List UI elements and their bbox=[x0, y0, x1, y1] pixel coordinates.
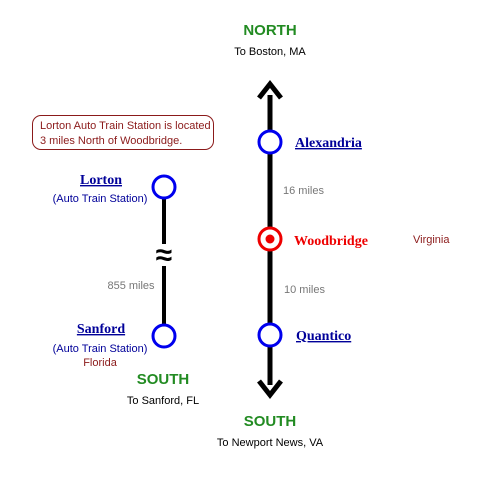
route-break-symbol: ≈ bbox=[156, 239, 172, 272]
station-marker-lorton[interactable] bbox=[151, 174, 177, 200]
station-link-quantico[interactable]: Quantico bbox=[296, 329, 351, 344]
station-sublabel-sanford: (Auto Train Station) bbox=[53, 343, 148, 355]
north-sublabel: To Boston, MA bbox=[234, 46, 306, 58]
south-arrow-icon bbox=[257, 379, 283, 400]
state-label-virginia: Virginia bbox=[413, 234, 450, 246]
lorton-location-note: Lorton Auto Train Station is located 3 m… bbox=[32, 115, 214, 150]
left-south-sublabel: To Sanford, FL bbox=[127, 395, 199, 407]
station-link-alexandria[interactable]: Alexandria bbox=[295, 136, 362, 151]
north-arrow-icon bbox=[257, 79, 283, 100]
station-marker-quantico[interactable] bbox=[257, 322, 283, 348]
distance-lorton-sanford: 855 miles bbox=[107, 280, 155, 292]
distance-alexandria-woodbridge: 16 miles bbox=[283, 185, 324, 197]
distance-woodbridge-quantico: 10 miles bbox=[284, 284, 325, 296]
north-label: NORTH bbox=[243, 22, 296, 39]
station-link-lorton[interactable]: Lorton bbox=[80, 173, 122, 188]
left-south-label: SOUTH bbox=[137, 371, 190, 388]
station-marker-sanford[interactable] bbox=[151, 323, 177, 349]
station-marker-alexandria[interactable] bbox=[257, 129, 283, 155]
station-marker-woodbridge-center bbox=[265, 234, 275, 244]
station-link-sanford[interactable]: Sanford bbox=[77, 322, 125, 337]
state-label-florida: Florida bbox=[83, 357, 118, 369]
route-break-mask bbox=[150, 244, 178, 266]
station-label-woodbridge: Woodbridge bbox=[294, 234, 368, 249]
main-south-label: SOUTH bbox=[244, 413, 297, 430]
station-sublabel-lorton: (Auto Train Station) bbox=[53, 193, 148, 205]
main-south-sublabel: To Newport News, VA bbox=[217, 437, 324, 449]
